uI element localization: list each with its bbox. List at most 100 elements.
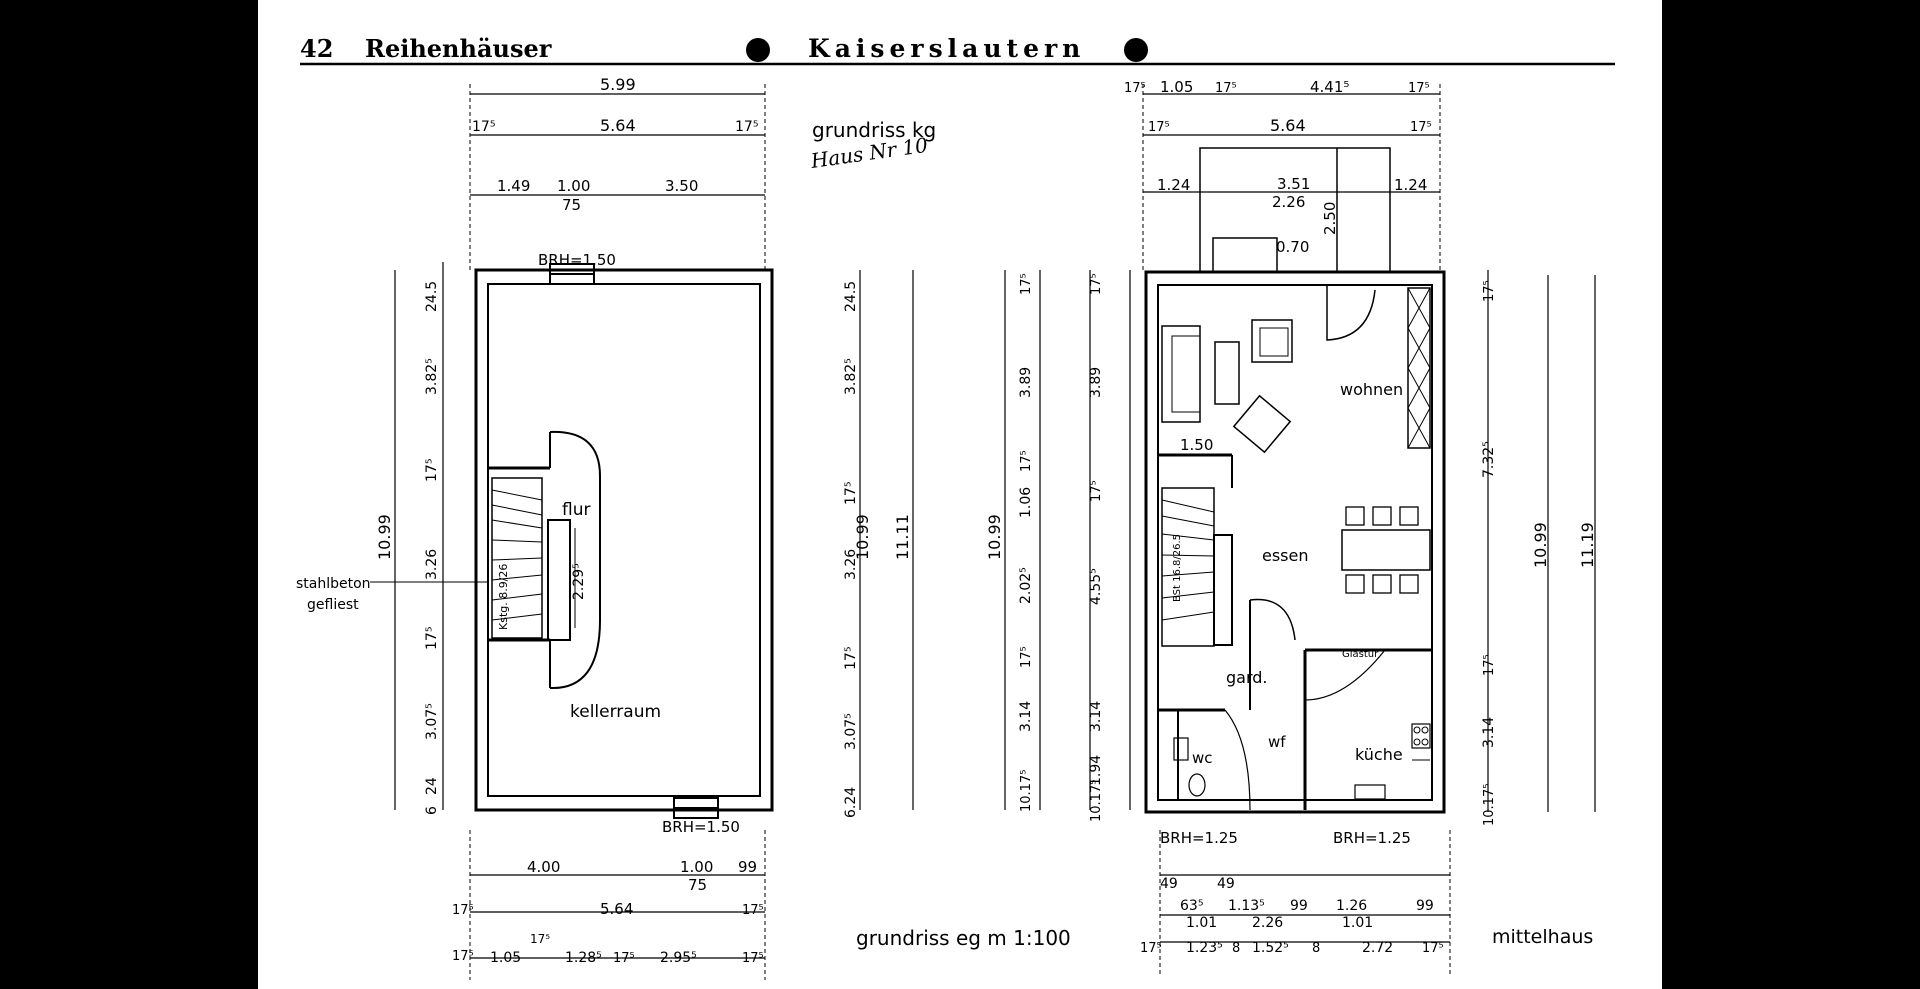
dim-label: 6.24 (843, 787, 859, 818)
room-label-essen: essen (1262, 546, 1309, 565)
dim-label: 1.13⁵ (1228, 898, 1265, 914)
dim-label: 5.64 (600, 900, 633, 918)
room-label-kueche: küche (1355, 745, 1403, 764)
dim-label: 17⁵ (735, 119, 758, 135)
dim-label: 49 (1217, 876, 1235, 892)
dim-label: 17⁵ (424, 627, 440, 650)
dim-label: 6 (424, 806, 440, 815)
dim-label: 17⁵ (1482, 654, 1497, 676)
material-note: gefliest (307, 597, 359, 613)
dim-label: 17⁵ (613, 951, 635, 966)
flur-column (547, 519, 571, 641)
dim-label: 10.99 (985, 514, 1004, 560)
dim-label: 1.52⁵ (1252, 940, 1289, 956)
basement-outer-wall (474, 268, 774, 812)
dim-label: 17⁵ (1124, 81, 1146, 96)
dim-label: 1.23⁵ (1186, 940, 1223, 956)
room-label-gard: gard. (1226, 668, 1268, 687)
dim-label: 10.99 (1531, 522, 1550, 568)
city-title: Kaiserslautern (808, 34, 1085, 63)
dim-label: 1.24 (1157, 176, 1190, 194)
dim-label: 17⁵ (1140, 941, 1162, 956)
coffee-table (1214, 341, 1240, 405)
basement-inner-wall (487, 283, 761, 797)
armchair (1251, 319, 1293, 363)
ground-title: grundriss eg m 1:100 (856, 926, 1071, 950)
dim-label: 3.26 (843, 549, 859, 580)
dim-label: 17⁵ (1019, 450, 1034, 472)
stair-width-label: 1.50 (1180, 436, 1213, 454)
window-bottom-label: BRH=1.50 (662, 818, 740, 836)
ground-inner-wall (1157, 284, 1433, 801)
room-label-flur: flur (562, 500, 590, 520)
dim-label: 99 (1416, 898, 1434, 914)
dim-label: 2.72 (1362, 940, 1393, 956)
dim-label: 17⁵ (452, 903, 474, 918)
basement-plan (394, 84, 1131, 980)
ground-floor-plan (1142, 84, 1596, 975)
dim-label: 99 (738, 858, 757, 876)
dim-label: 8 (1312, 941, 1320, 956)
dim-label: 3.89 (1088, 367, 1104, 398)
stair-label: BSt 16.8/26.5 (1172, 534, 1183, 602)
basement-title: grundriss kg (812, 118, 936, 142)
dim-label: 1.49 (497, 177, 530, 195)
dim-label: 49 (1160, 876, 1178, 892)
dim-label: 2.26 (1252, 915, 1283, 931)
section-title: Reihenhäuser (365, 34, 552, 63)
dim-label: 17⁵ (742, 951, 764, 966)
dim-label: 4.41⁵ (1310, 78, 1349, 96)
dim-label: 0.70 (1276, 238, 1309, 256)
dim-label: 1.00 (557, 177, 590, 195)
dim-label: 7.32⁵ (1481, 441, 1497, 478)
dim-label: 10.17⁵ (1019, 770, 1034, 812)
dim-label: 17⁵ (472, 119, 495, 135)
glass-door (1304, 649, 1386, 701)
dim-label: 3.50 (665, 177, 698, 195)
dim-label: 3.07⁵ (843, 713, 859, 750)
dim-label: 10.17⁵ (1482, 784, 1497, 826)
dim-label: 10.99 (375, 514, 394, 560)
dim-label: 1.05 (490, 950, 521, 966)
bullet-icon (746, 38, 770, 62)
dim-label: 17⁵ (1215, 81, 1237, 96)
dim-label: 3.14 (1088, 701, 1104, 732)
dim-label: 3.07⁵ (424, 703, 440, 740)
dim-label: 1.01 (1342, 915, 1373, 931)
page-header: 42 Reihenhäuser Kaiserslautern (300, 34, 1615, 66)
dim-label: 75 (562, 196, 581, 214)
window-left-label: BRH=1.25 (1160, 829, 1238, 847)
dim-label: 1.26 (1336, 898, 1367, 914)
dim-label: 4.55⁵ (1088, 568, 1104, 605)
paper (258, 0, 1662, 989)
window-top-label: BRH=1.50 (538, 251, 616, 269)
dim-label: 1.00 (680, 858, 713, 876)
dim-label: 2.95⁵ (660, 950, 697, 966)
dim-label: 17⁵ (1019, 273, 1034, 295)
glass-door-label: Glastür (1342, 649, 1379, 660)
dim-label: 99 (1290, 898, 1308, 914)
dim-total-width: 5.99 (600, 75, 636, 94)
dim-label: 17⁵ (843, 647, 859, 670)
dim-label: 17⁵ (452, 949, 474, 964)
dim-label: 11.19 (1578, 522, 1597, 568)
dim-label: 5.64 (600, 116, 636, 135)
dim-label: 24.5 (843, 281, 859, 312)
window-right-label: BRH=1.25 (1333, 829, 1411, 847)
door-arc (1326, 285, 1376, 341)
dim-label: 1.05 (1160, 78, 1193, 96)
room-label-wohnen: wohnen (1340, 380, 1403, 399)
dim-label: 17⁵ (1422, 941, 1444, 956)
dim-label: 1.06 (1018, 487, 1034, 518)
dim-label: 17⁵ (742, 903, 764, 918)
stove (1411, 723, 1431, 749)
bullet-icon (1124, 38, 1148, 62)
wc-door (1224, 709, 1251, 811)
dim-label: 4.00 (527, 858, 560, 876)
dim-label: 24.5 (424, 281, 440, 312)
page-number: 42 (300, 34, 333, 63)
armchair (1232, 394, 1292, 454)
dim-label: 5.64 (1270, 116, 1306, 135)
dim-label: 17⁵ (1089, 480, 1104, 502)
